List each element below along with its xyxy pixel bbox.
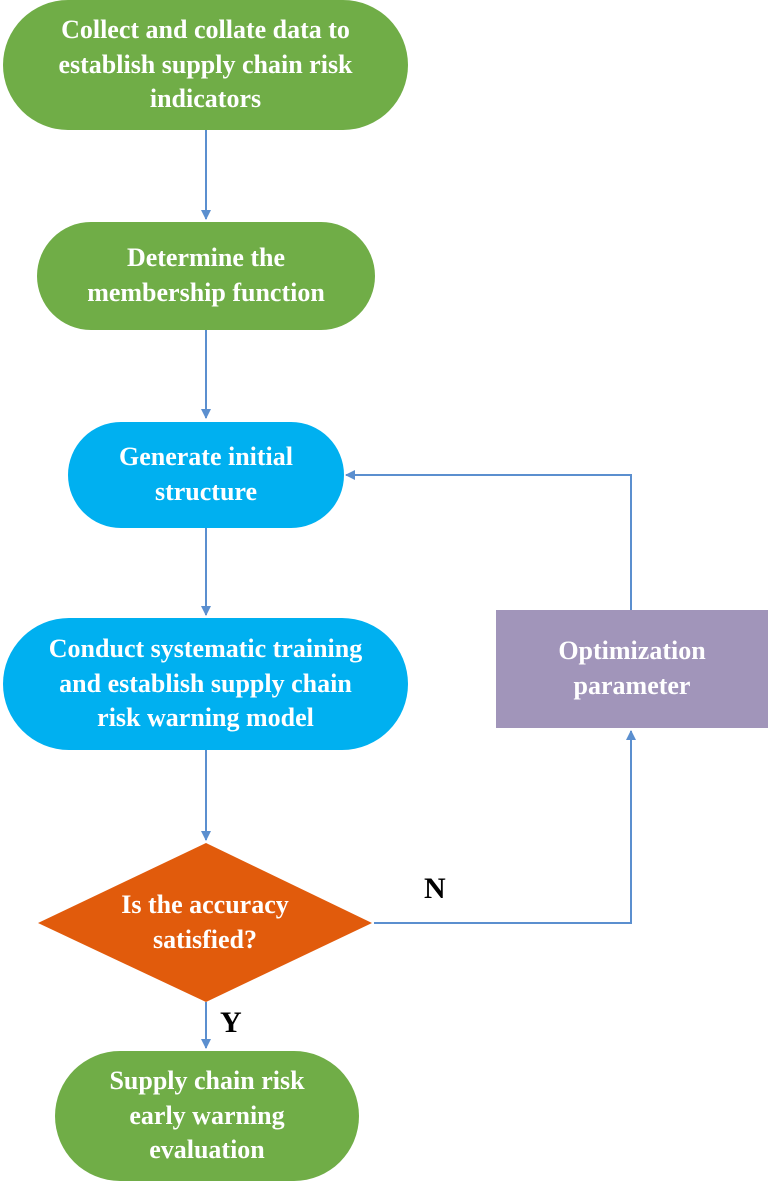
node-generate-label: Generate initial structure [118,442,293,506]
edge-label-no: N [424,872,446,905]
arrow-optimize-to-generate [345,470,632,610]
node-collect-data-label: Collect and collate data to establish su… [58,15,353,114]
node-membership-shape [37,222,375,330]
node-optimize-label: Optimization parameter [558,636,706,700]
node-generate-shape [68,422,344,528]
node-decision-label: Is the accuracy satisfied? [121,890,289,954]
node-collect-data-shape [3,0,408,130]
node-evaluate-shape [55,1051,359,1181]
node-membership-label: Determine the membership function [87,243,325,307]
node-optimize-shape [496,610,768,728]
node-train-shape [3,618,408,750]
node-decision-shape [38,843,372,1002]
arrow-decision-to-optimize [374,730,636,924]
node-train-label: Conduct systematic training and establis… [48,634,363,733]
edge-label-yes: Y [220,1006,242,1039]
node-evaluate-label: Supply chain risk early warning evaluati… [109,1066,305,1165]
